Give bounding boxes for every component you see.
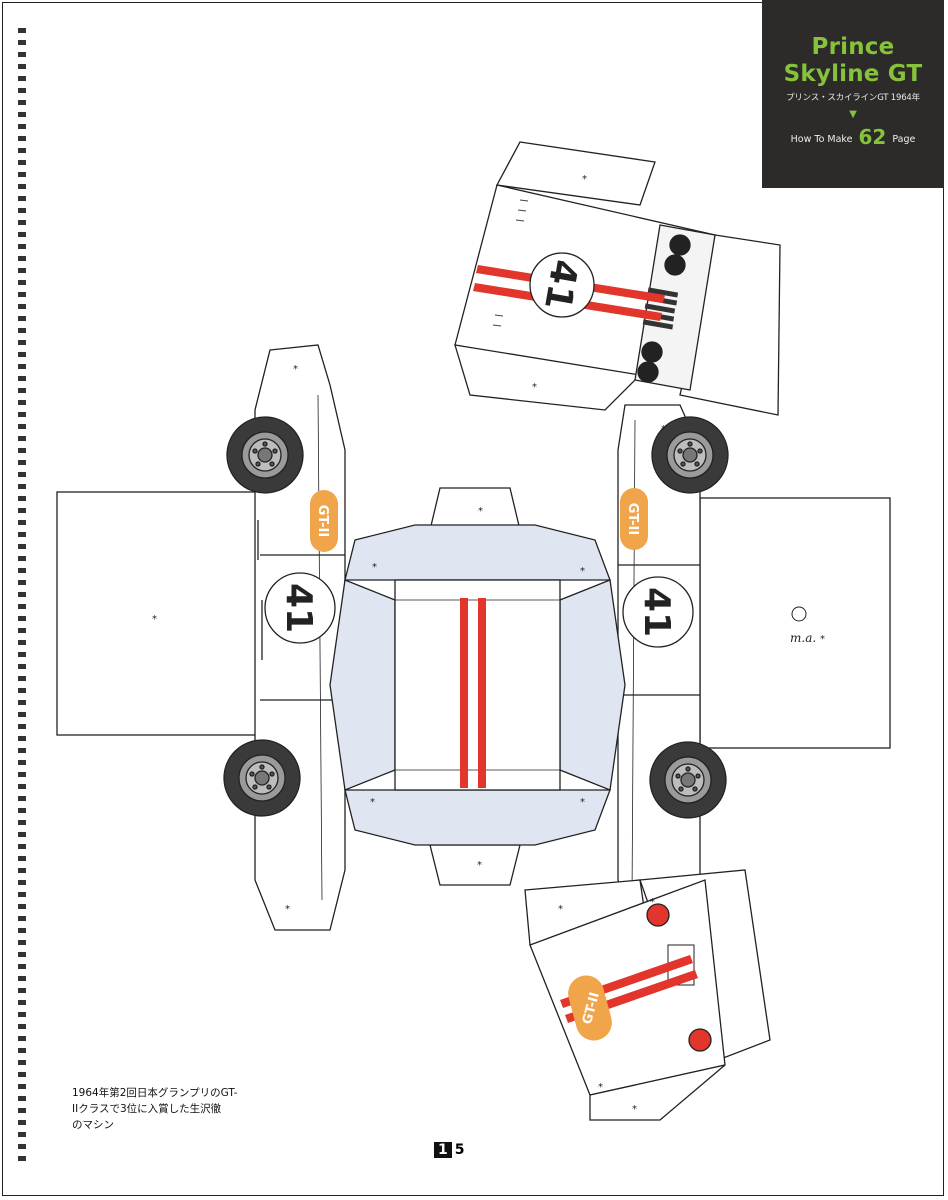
glue-mark: *	[285, 904, 290, 915]
down-arrow-icon: ▼	[846, 106, 860, 121]
glue-mark: *	[532, 382, 537, 393]
caption-line-1: 1964年第2回日本グランプリのGT-	[72, 1087, 238, 1099]
how-to-make-row: How To Make 62 Page	[762, 125, 944, 149]
glue-mark: *	[582, 174, 587, 185]
left-body-piece: GT-II 41	[56, 344, 346, 931]
how-to-prefix: How To Make	[790, 134, 853, 145]
glue-mark: *	[632, 1104, 637, 1115]
right-body-piece: GT-II 41	[617, 404, 891, 926]
title-box: Prince Skyline GT プリンス・スカイラインGT 1964年 ▼ …	[762, 0, 944, 188]
how-to-page-number: 62	[858, 125, 887, 149]
glue-mark: *	[152, 614, 157, 625]
glue-mark: *	[820, 634, 825, 645]
glue-mark: *	[478, 506, 483, 517]
roof-piece	[329, 487, 626, 886]
title-subtitle: プリンス・スカイラインGT 1964年	[786, 93, 920, 103]
left-class-badge: GT-II	[315, 505, 330, 537]
right-class-badge: GT-II	[625, 503, 640, 535]
glue-mark: *	[580, 797, 585, 808]
glue-mark: *	[477, 860, 482, 871]
how-to-suffix: Page	[892, 134, 916, 145]
glue-mark: *	[598, 1082, 603, 1093]
trunk-piece: GT-II	[524, 869, 771, 1121]
glue-mark: *	[580, 566, 585, 577]
left-race-number: 41	[278, 583, 319, 633]
glue-mark: *	[558, 904, 563, 915]
artist-signature: m.a.	[790, 606, 816, 645]
glue-mark: *	[650, 897, 655, 908]
caption: 1964年第2回日本グランプリのGT- IIクラスで3位に入賞した生沢徹 のマシ…	[72, 1085, 272, 1133]
glue-marks: * * * * * * * * * * * * * * * * *	[152, 174, 825, 1115]
hood-race-number: 41	[536, 257, 585, 313]
glue-mark: *	[370, 797, 375, 808]
glue-mark: *	[661, 424, 666, 435]
title-line-2: Skyline GT	[783, 61, 923, 87]
spiral-binding	[18, 28, 26, 1168]
caption-line-2: IIクラスで3位に入賞した生沢徹	[72, 1103, 222, 1115]
title-line-1: Prince	[811, 34, 895, 60]
glue-mark: *	[293, 364, 298, 375]
caption-line-3: のマシン	[72, 1119, 114, 1131]
page-number-first: 1	[434, 1142, 452, 1158]
right-race-number: 41	[636, 587, 677, 637]
signature-text: m.a.	[790, 631, 816, 645]
hood-piece: 41	[454, 141, 781, 416]
page-number-second: 5	[454, 1142, 465, 1158]
glue-mark: *	[372, 562, 377, 573]
